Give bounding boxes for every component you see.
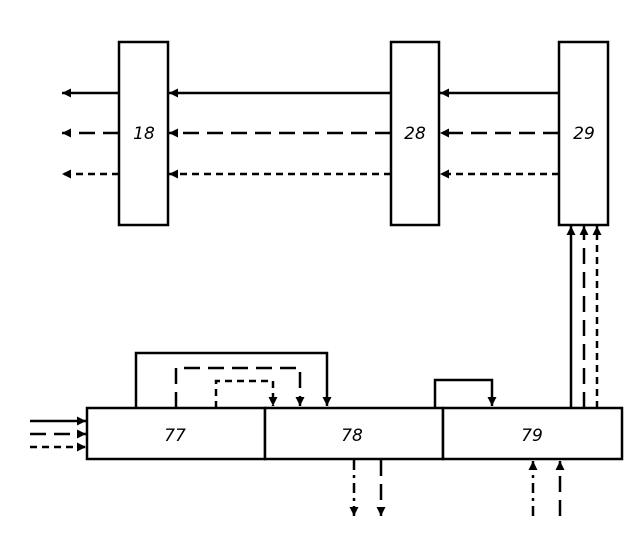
block-29-label: 29 bbox=[573, 124, 595, 144]
block-29 bbox=[557, 40, 610, 227]
block-78 bbox=[263, 406, 445, 461]
arrow-77-78-solid bbox=[134, 351, 332, 408]
arrow-79-loop bbox=[433, 378, 497, 408]
block-77-label: 77 bbox=[164, 426, 186, 446]
block-79-label: 79 bbox=[521, 426, 543, 446]
arrow-77-78-dotted bbox=[214, 379, 278, 408]
block-79 bbox=[441, 406, 624, 461]
block-78-label: 78 bbox=[341, 426, 363, 446]
arrow-77-78-dashed bbox=[174, 366, 305, 408]
block-28-label: 28 bbox=[404, 124, 426, 144]
block-18-label: 18 bbox=[133, 124, 155, 144]
block-28 bbox=[389, 40, 441, 227]
